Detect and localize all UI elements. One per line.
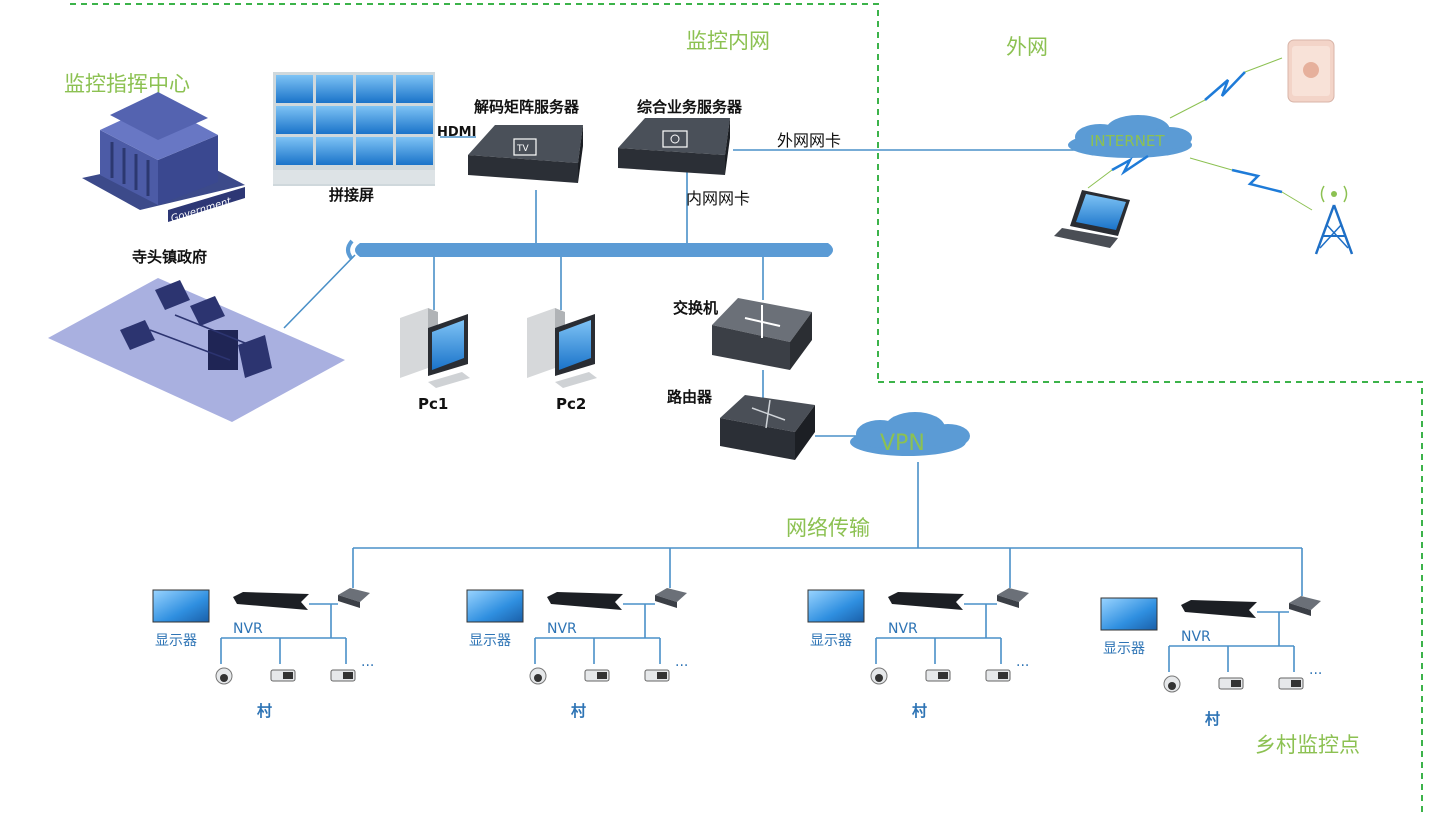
nvr-label: NVR xyxy=(1181,629,1211,645)
video-wall-tile xyxy=(356,137,393,165)
monitor-label: 显示器 xyxy=(155,633,197,649)
nvr-label: NVR xyxy=(888,621,918,637)
more-cameras-label: ... xyxy=(1309,662,1322,678)
lan-wires xyxy=(283,136,1075,437)
decoder-server-icon: TV xyxy=(468,125,583,183)
hdmi-label: HDMI xyxy=(437,125,476,140)
pc2-label: Pc2 xyxy=(556,395,586,413)
video-wall-tile xyxy=(396,75,433,103)
village-site: 显示器 NVR... 村 xyxy=(1100,596,1322,728)
village-site: 显示器 NVR... 村 xyxy=(807,588,1029,720)
video-wall-tile xyxy=(316,75,353,103)
village-name: 村 xyxy=(912,702,927,720)
nvr-label: NVR xyxy=(233,621,263,637)
video-wall-tile xyxy=(356,75,393,103)
pc1-icon xyxy=(400,308,470,388)
monitor-icon xyxy=(1100,597,1158,631)
video-wall-tile xyxy=(276,106,313,134)
zone-command-center: 监控指挥中心 xyxy=(64,72,190,96)
monitor-label: 显示器 xyxy=(469,633,511,649)
mini-switch-icon xyxy=(655,588,687,602)
switch-label: 交换机 xyxy=(673,299,718,317)
nvr-icon xyxy=(1181,600,1257,618)
transmission-trunk xyxy=(352,462,1303,596)
more-cameras-label: ... xyxy=(1016,654,1029,670)
lan-bus xyxy=(346,239,833,261)
nvr-icon xyxy=(888,592,964,610)
nvr-icon xyxy=(233,592,309,610)
wireless-links xyxy=(1087,57,1313,211)
router-label: 路由器 xyxy=(667,388,713,406)
pc1-label: Pc1 xyxy=(418,395,448,413)
zone-borders xyxy=(70,3,1423,815)
video-wall-tile xyxy=(356,106,393,134)
external-nic-label: 外网网卡 xyxy=(777,131,841,150)
government-building-icon: Government xyxy=(82,92,245,225)
laptop-icon xyxy=(1054,190,1130,248)
video-wall-tile xyxy=(276,75,313,103)
monitor-label: 显示器 xyxy=(1103,641,1145,657)
video-wall-label: 拼接屏 xyxy=(329,186,374,204)
internal-network-border xyxy=(70,3,879,382)
mini-switch-icon xyxy=(338,588,370,602)
village-name: 村 xyxy=(1205,710,1220,728)
monitor-icon xyxy=(152,589,210,623)
more-cameras-label: ... xyxy=(675,654,688,670)
monitor-label: 显示器 xyxy=(810,633,852,649)
nvr-icon xyxy=(547,592,623,610)
more-cameras-label: ... xyxy=(361,654,374,670)
zone-external-network: 外网 xyxy=(1006,35,1048,59)
internet-label: INTERNET xyxy=(1090,132,1165,150)
mini-switch-icon xyxy=(997,588,1029,602)
government-label: 寺头镇政府 xyxy=(132,248,207,266)
router-icon xyxy=(720,395,815,460)
video-wall-tile xyxy=(316,106,353,134)
pc2-icon xyxy=(527,308,597,388)
video-wall-tile xyxy=(396,106,433,134)
vpn-cloud-icon xyxy=(850,412,970,456)
nvr-label: NVR xyxy=(547,621,577,637)
video-wall-tile xyxy=(316,137,353,165)
rural-network-border xyxy=(878,381,1423,815)
switch-icon xyxy=(712,298,812,370)
monitor-icon xyxy=(466,589,524,623)
zone-network-transmission: 网络传输 xyxy=(786,516,870,540)
village-name: 村 xyxy=(257,702,272,720)
village-name: 村 xyxy=(571,702,586,720)
signal-tower-icon xyxy=(1314,185,1354,255)
village-site: 显示器 NVR... 村 xyxy=(466,588,688,720)
video-wall xyxy=(273,72,435,186)
village-sites: 显示器 NVR... 村 显示器 NVR... 村 显示器 NVR... 村 显示器 NVR... 村 xyxy=(152,588,1322,728)
zone-internal-network: 监控内网 xyxy=(686,29,770,53)
video-wall-tile xyxy=(276,137,313,165)
business-server-icon xyxy=(618,118,730,175)
monitor-icon xyxy=(807,589,865,623)
smartphone-icon xyxy=(1287,39,1335,103)
internal-nic-label: 内网网卡 xyxy=(686,189,750,208)
village-site: 显示器 NVR... 村 xyxy=(152,588,374,720)
internet-cloud-icon xyxy=(1068,115,1192,158)
tv-badge: TV xyxy=(516,144,529,154)
video-wall-tile xyxy=(396,137,433,165)
decoder-server-label: 解码矩阵服务器 xyxy=(474,98,580,116)
office-floor-icon xyxy=(48,278,345,422)
business-server-label: 综合业务服务器 xyxy=(637,98,743,116)
vpn-label: VPN xyxy=(880,431,925,456)
zone-rural-points: 乡村监控点 xyxy=(1255,733,1360,757)
mini-switch-icon xyxy=(1289,596,1321,610)
